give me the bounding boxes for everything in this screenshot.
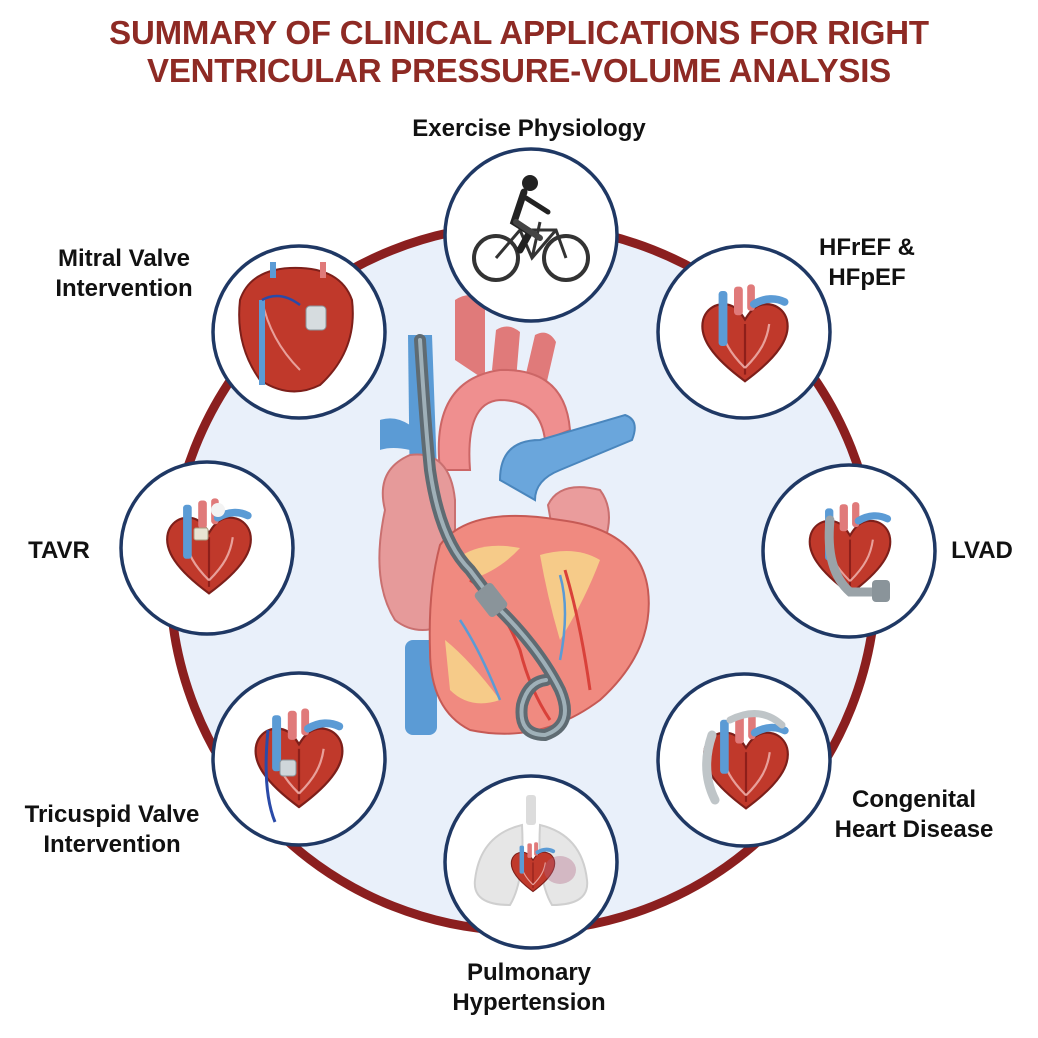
title-line-2: VENTRICULAR PRESSURE-VOLUME ANALYSIS: [147, 52, 891, 89]
node-pulmonary-hypertension: [443, 774, 619, 950]
label-line: Hypertension: [452, 989, 606, 1016]
node-exercise-physiology: [443, 147, 619, 323]
label-congenital-heart-disease: Congenital Heart Disease: [835, 785, 994, 845]
label-line: Tricuspid Valve: [24, 801, 200, 828]
heart-with-catheter-icon: [378, 295, 650, 742]
label-pulmonary-hypertension: Pulmonary Hypertension: [452, 958, 605, 1018]
node-congenital-heart-disease: [656, 672, 832, 848]
mitral-heart-icon: [238, 262, 354, 393]
node-hfref-hfpef: [656, 244, 832, 420]
label-hfref-hfpef: HFrEF & HFpEF: [819, 233, 915, 293]
label-line: Pulmonary: [466, 959, 592, 986]
node-lvad: [761, 463, 937, 639]
label-mitral-valve-intervention: Mitral Valve Intervention: [55, 244, 192, 304]
label-line: LVAD: [951, 537, 1013, 564]
congenital-heart-icon: [704, 713, 788, 808]
tricuspid-heart-icon: [256, 708, 343, 823]
label-lvad: LVAD: [951, 536, 1013, 566]
tavr-heart-icon: [167, 498, 251, 593]
label-tavr: TAVR: [28, 536, 90, 566]
label-line: HFrEF &: [819, 234, 915, 261]
label-tricuspid-valve-intervention: Tricuspid Valve Intervention: [25, 800, 200, 860]
label-exercise-physiology: Exercise Physiology: [412, 114, 645, 144]
lungs-heart-icon: [473, 795, 589, 907]
label-line: Heart Disease: [834, 816, 994, 843]
label-line: Mitral Valve: [57, 245, 191, 272]
label-line: Exercise Physiology: [412, 115, 646, 142]
diagram-title: SUMMARY OF CLINICAL APPLICATIONS FOR RIG…: [0, 14, 1038, 90]
node-mitral-valve-intervention: [211, 244, 387, 420]
cyclist-icon: [472, 175, 590, 282]
title-line-1: SUMMARY OF CLINICAL APPLICATIONS FOR RIG…: [109, 14, 929, 51]
node-tavr: [119, 460, 295, 636]
label-line: Intervention: [55, 275, 193, 302]
lvad-heart-icon: [810, 502, 891, 602]
label-line: HFpEF: [828, 264, 906, 291]
label-line: Intervention: [43, 831, 181, 858]
node-tricuspid-valve-intervention: [211, 671, 387, 847]
label-line: Congenital: [851, 786, 976, 813]
label-line: TAVR: [28, 537, 90, 564]
